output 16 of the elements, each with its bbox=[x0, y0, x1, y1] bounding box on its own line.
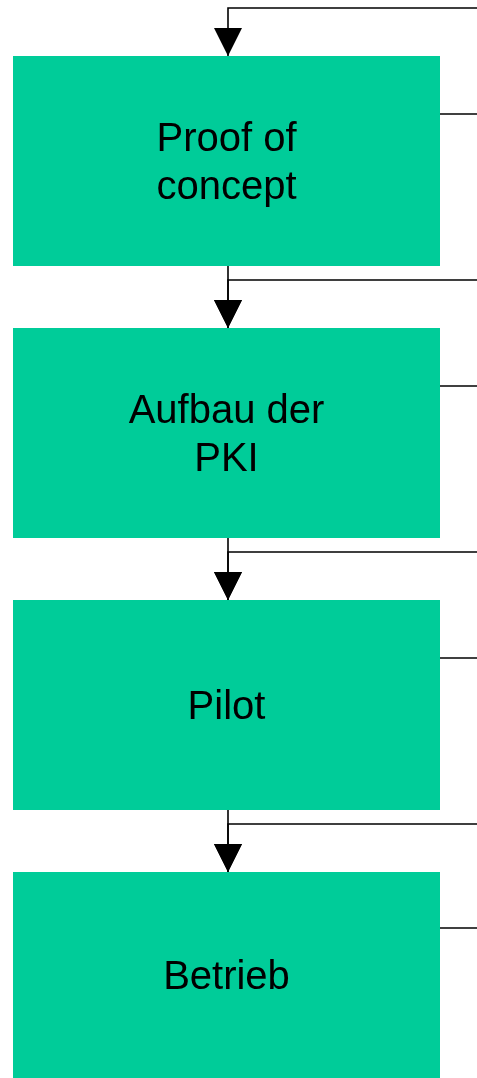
arrow bbox=[214, 7, 477, 57]
connector-line bbox=[439, 385, 477, 387]
process-box bbox=[13, 56, 440, 266]
connector-line bbox=[439, 927, 477, 929]
arrow bbox=[214, 551, 477, 601]
arrow bbox=[214, 823, 477, 873]
connector-line bbox=[439, 657, 477, 659]
box-label: Proof of concept bbox=[155, 114, 298, 209]
process-box bbox=[13, 600, 440, 810]
arrow bbox=[214, 279, 477, 329]
box-label: Pilot bbox=[187, 682, 266, 729]
process-box bbox=[13, 872, 440, 1078]
box-label: Aufbau der PKI bbox=[127, 386, 326, 481]
box-label: Betrieb bbox=[163, 952, 290, 999]
connector-line bbox=[439, 113, 477, 115]
process-box bbox=[13, 328, 440, 538]
